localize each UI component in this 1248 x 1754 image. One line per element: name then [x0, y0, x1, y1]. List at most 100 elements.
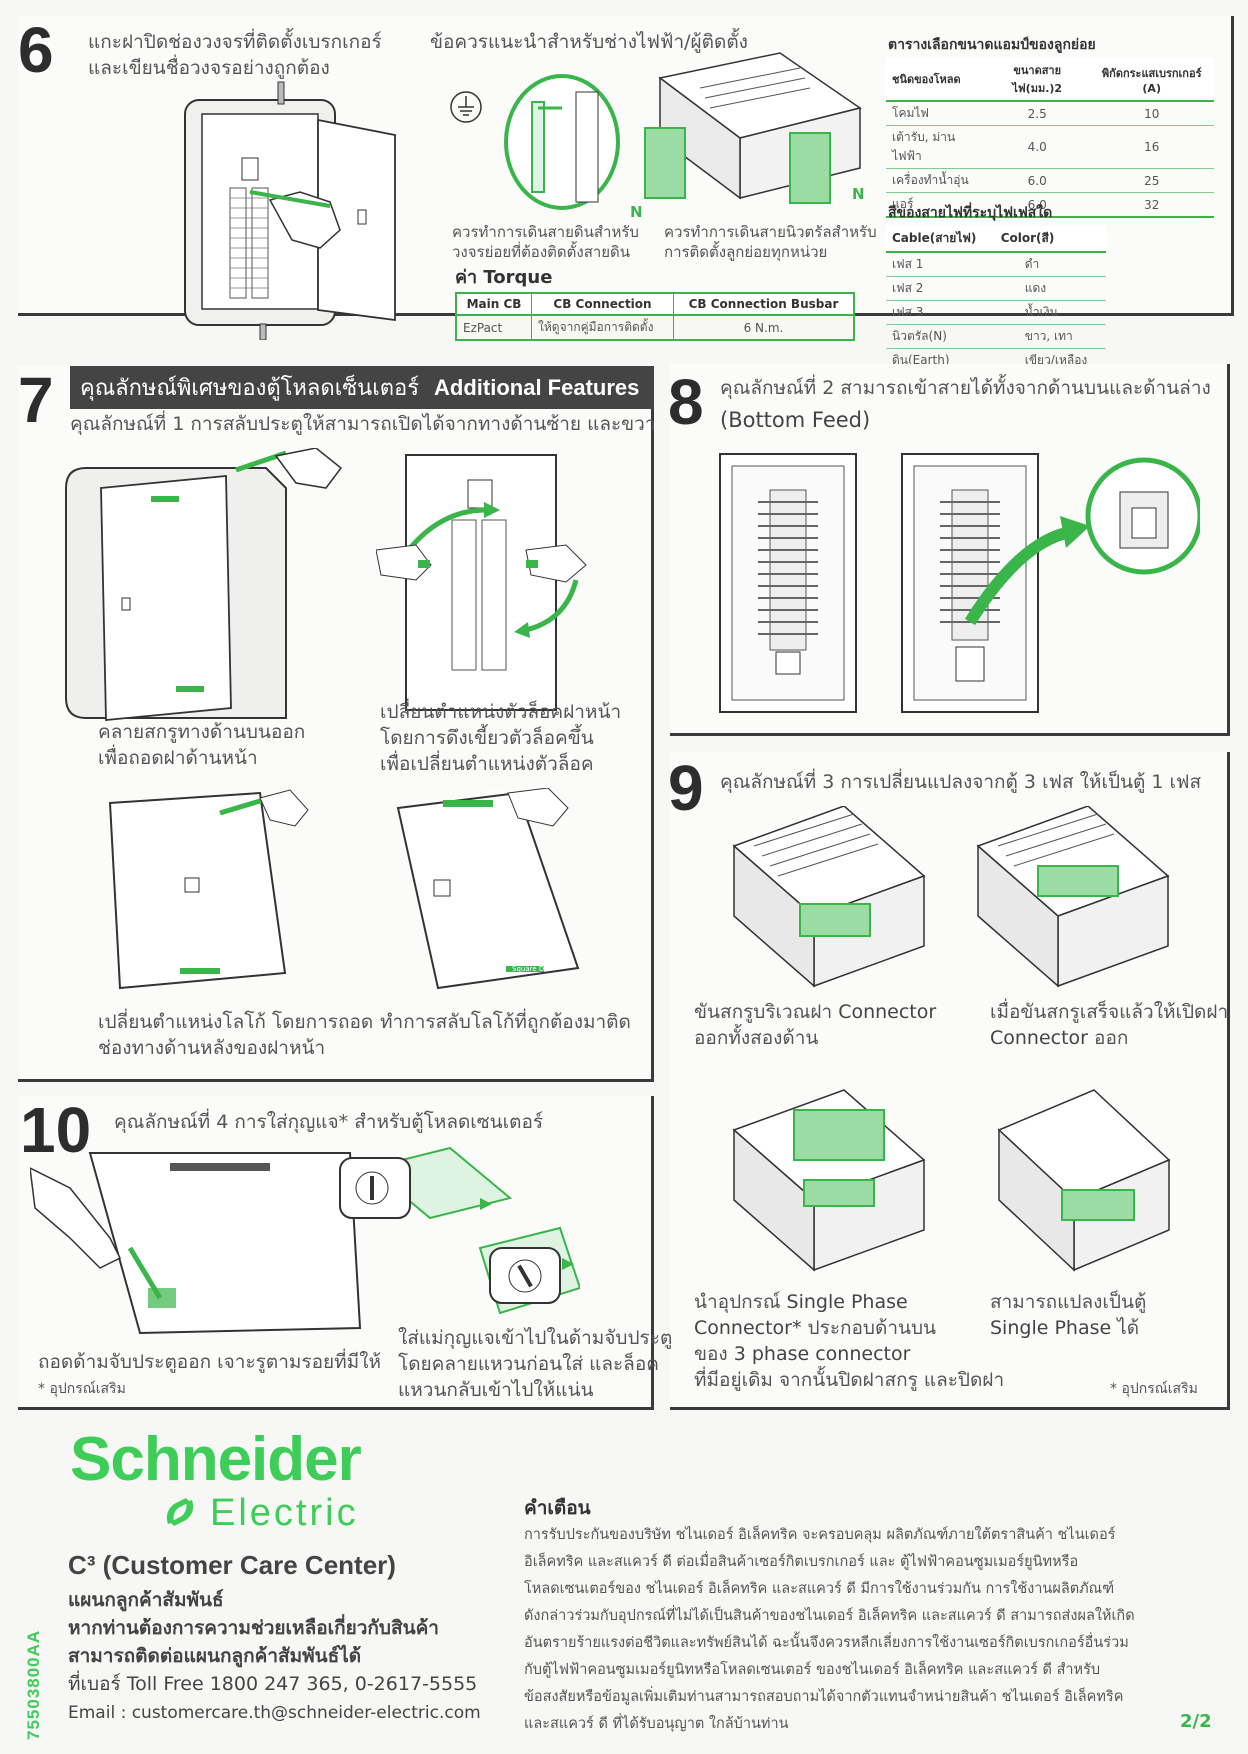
ground-note-2: วงจรย่อยที่ต้องติดตั้งสายดิน — [452, 243, 631, 261]
c3-dept: แผนกลูกค้าสัมพันธ์ — [68, 1589, 224, 1611]
connector-step2-illustration — [976, 806, 1170, 988]
color-cell: ดำ — [994, 252, 1106, 277]
door-logo-remove-illustration — [108, 789, 309, 990]
amp-table: ชนิดของโหลด ขนาดสายไฟ(มม.)2 พิกัดกระแสเบ… — [886, 58, 1214, 218]
step9-cap3-f: 3 phase connector — [733, 1343, 911, 1365]
step9-cap3-line2: Connector* ประกอบด้านบน — [694, 1316, 936, 1342]
panel-open-door-illustration — [184, 81, 396, 340]
caption-a1: คลายสกรูทางด้านบนออก — [98, 721, 306, 743]
neutral-note-1: ควรทำการเดินสายนิวตรัลสำหรับ — [664, 223, 877, 241]
c3-line1: หากท่านต้องการความช่วยเหลือเกี่ยวกับสินค… — [68, 1617, 439, 1639]
amp-cell: เต้ารับ, ม่านไฟฟ้า — [886, 125, 986, 169]
step10-cap2-2: โดยคลายแหวนก่อนใส่ และล็อค — [398, 1353, 659, 1375]
panel-bottom-feed-illustration — [901, 453, 1200, 713]
logo-word-electric: Electric — [210, 1492, 359, 1534]
step9-cap3-d: ประกอบด้านบน — [807, 1317, 937, 1339]
step9-cap3-line1: นำอุปกรณ์ Single Phase — [694, 1290, 908, 1316]
step9-cap2: Connector ออก — [990, 1026, 1128, 1052]
step9-cap2-b: Connector — [990, 1027, 1088, 1049]
amp-cell: 25 — [1089, 168, 1214, 193]
feature-1-text: คุณลักษณ์ที่ 1 การสลับประตูให้สามารถเปิด… — [70, 413, 656, 435]
step9-cap4-c: ได้ — [1117, 1317, 1140, 1339]
color-cell: เฟส 2 — [886, 276, 995, 301]
torque-table: Main CB CB Connection CB Connection Busb… — [455, 292, 855, 341]
amp-cell: 4.0 — [985, 125, 1090, 169]
step9-cap1-c: ออกทั้งสองด้าน — [694, 1027, 819, 1049]
ground-bar-zoom-illustration — [504, 74, 620, 210]
color-header: Cable(สายไฟ) — [886, 226, 995, 253]
feature-4-text: คุณลักษณ์ที่ 4 การใส่กุญแจ* สำหรับตู้โหล… — [114, 1111, 544, 1133]
amp-cell: แอร์ — [886, 192, 986, 218]
amp-cell: 16 — [1089, 125, 1214, 169]
caption-a2: เพื่อถอดฝาด้านหน้า — [98, 747, 258, 769]
c3-email[interactable]: Email : customercare.th@schneider-electr… — [68, 1703, 481, 1723]
amp-header: ชนิดของโหลด — [886, 58, 986, 102]
caption-d1: ทำการสลับโลโก้ที่ถูกต้องมาติด — [380, 1011, 631, 1033]
amp-header: ขนาดสายไฟ(มม.)2 — [985, 58, 1090, 102]
step9-cap3-a: นำอุปกรณ์ — [694, 1291, 781, 1313]
ground-note-1: ควรทำการเดินสายดินสำหรับ — [452, 223, 639, 241]
connector-step3-illustration — [732, 1089, 926, 1272]
logo-word-schneider: Schneider — [70, 1425, 362, 1494]
neutral-label-n1: N — [630, 203, 643, 221]
color-header: Color(สี) — [994, 226, 1106, 253]
c3-line2: สามารถติดต่อแผนกลูกค้าสัมพันธ์ได้ — [68, 1645, 362, 1667]
section-6-step1: แกะฝาปิดช่องวงจรที่ติดตั้งเบรกเกอร์ — [88, 31, 382, 53]
amp-cell: 6.0 — [985, 192, 1090, 218]
caption-c2: ช่องทางด้านหลังของฝาหน้า — [98, 1037, 326, 1059]
step10-optional-note: * อุปกรณ์เสริม — [38, 1381, 126, 1397]
caption-b1: เปลี่ยนตำแหน่งตัวล็อคฝาหน้า — [380, 701, 622, 723]
caption-b3: เพื่อเปลี่ยนตำแหน่งตัวล็อค — [380, 753, 594, 775]
section-7-number: 7 — [18, 364, 54, 436]
step9-cap3-e: ของ — [694, 1343, 728, 1365]
neutral-note-2: การติดตั้งลูกย่อยทุกหน่วย — [664, 243, 828, 261]
step9-cap3-b: Single Phase — [786, 1291, 908, 1313]
section-10-number: 10 — [20, 1094, 92, 1166]
amp-cell: 10 — [1089, 101, 1214, 126]
warning-line: การรับประกันของบริษัท ชไนเดอร์ อิเล็คทริ… — [524, 1527, 1116, 1543]
color-cell: เฟส 3 — [886, 300, 995, 325]
torque-header-main-cb: Main CB — [456, 293, 533, 316]
connector-step1-illustration — [732, 806, 926, 988]
warning-line: และสแควร์ ดี ที่ได้รับอนุญาต ใกล้บ้านท่า… — [524, 1716, 789, 1732]
color-cell: น้ำเงิน — [994, 300, 1106, 325]
ground-symbol-icon — [450, 91, 482, 123]
color-cell: นิวตรัล(N) — [886, 324, 995, 349]
neutral-bar-illustration — [644, 52, 862, 204]
step9-cap1: ขันสกรูบริเวณฝา Connector — [694, 1000, 936, 1026]
key-lock-insert-illustration — [339, 1146, 580, 1315]
warning-line: ดังกล่าวร่วมกับอุปกรณ์ที่ไม่ได้เป็นสินค้… — [524, 1608, 1135, 1624]
amp-cell: 6.0 — [985, 168, 1090, 193]
amp-table-title: ตารางเลือกขนาดแอมป์ของลูกย่อย — [888, 37, 1096, 53]
color-cell: แดง — [994, 276, 1106, 301]
caption-c1: เปลี่ยนตำแหน่งโลโก้ โดยการถอด — [98, 1011, 374, 1033]
step9-cap2-a: เมื่อขันสกรูเสร็จแล้วให้เปิดฝา — [990, 1001, 1229, 1023]
logo-schneider-small: Schneider — [470, 788, 506, 796]
logo-squared-small: Square D — [512, 965, 545, 973]
step9-cap3-c: Connector* — [694, 1317, 802, 1339]
panel-swap-latch-illustration — [376, 454, 587, 711]
section-6-step2: และเขียนชื่อวงจรอย่างถูกต้อง — [88, 57, 330, 79]
step10-cap1: ถอดด้ามจับประตูออก เจาะรูตามรอยที่มีให้ — [38, 1351, 381, 1373]
warning-line: อิเล็คทริค และสแควร์ ดี ต่อเมื่อสินค้าเซ… — [524, 1554, 1079, 1570]
torque-label: ค่า Torque — [455, 267, 553, 288]
color-cell: เฟส 1 — [886, 252, 995, 277]
feature-2-text: คุณลักษณ์ที่ 2 สามารถเข้าสายได้ทั้งจากด้… — [720, 377, 1211, 399]
torque-cell: EzPact — [456, 315, 533, 341]
step9-cap4: Single Phase ได้ — [990, 1316, 1139, 1342]
caption-b2: โดยการดึงเขี้ยวตัวล็อคขึ้น — [380, 727, 594, 749]
section-8-number: 8 — [668, 366, 704, 438]
amp-cell: เครื่องทำน้ำอุ่น — [886, 168, 986, 193]
torque-cell: ให้ดูจากคู่มือการติดตั้ง — [531, 315, 674, 341]
torque-header-busbar: CB Connection Busbar — [673, 293, 854, 316]
c3-title: C³ (Customer Care Center) — [68, 1550, 396, 1580]
section-7-banner: คุณลักษณ์พิเศษของตู้โหลดเซ็นเตอร์ Additi… — [70, 366, 654, 409]
door-logo-swap-illustration — [396, 788, 580, 990]
step9-cap4-a: สามารถแปลงเป็นตู้ — [990, 1291, 1147, 1313]
banner-english: Additional Features — [434, 375, 640, 400]
step9-cap1-a: ขันสกรูบริเวณฝา — [694, 1001, 833, 1023]
step10-cap2-3: แหวนกลับเข้าไปให้แน่น — [398, 1379, 594, 1401]
section-9-number: 9 — [668, 752, 704, 824]
warning-title: คำเตือน — [524, 1497, 591, 1519]
